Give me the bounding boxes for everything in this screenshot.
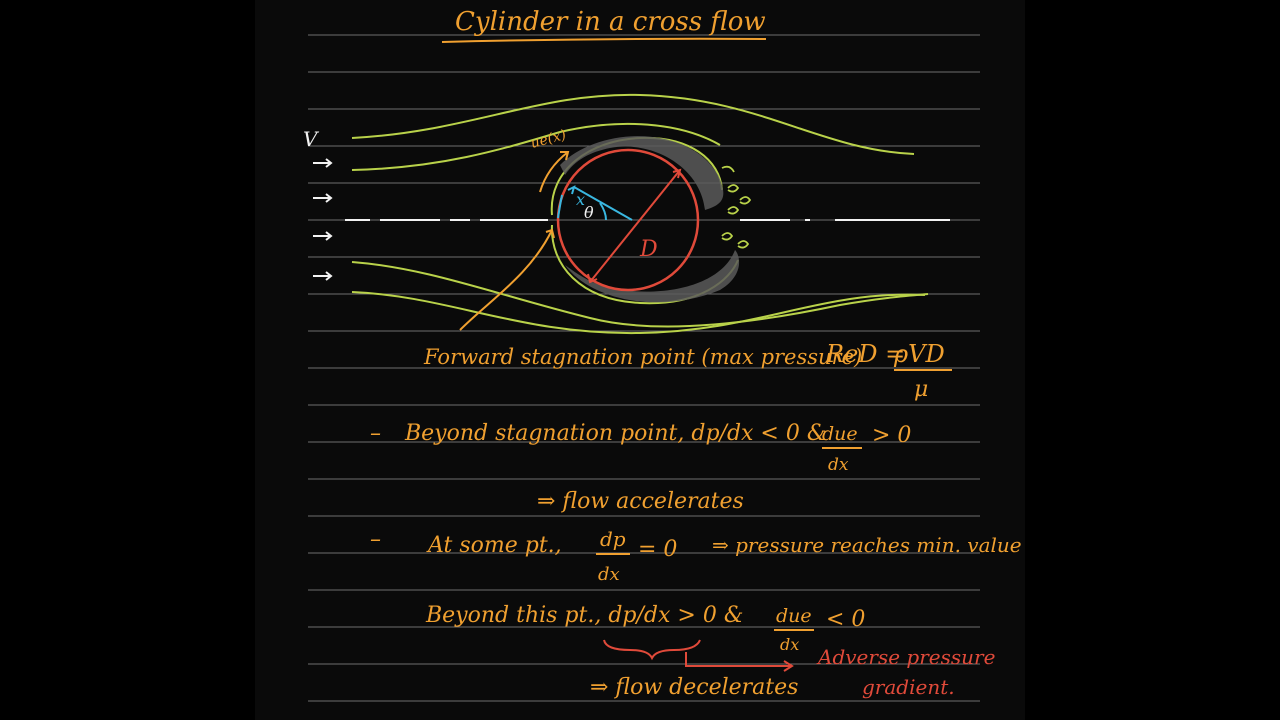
note3-tail: = 0 — [638, 537, 677, 562]
x-label: x — [576, 190, 585, 209]
streamline-lower — [351, 261, 929, 328]
dpdx-brace — [603, 639, 701, 661]
cylinder — [556, 148, 700, 292]
note1-text: Beyond stagnation point, dp/dx < 0 & — [404, 421, 826, 446]
title-underline — [441, 37, 767, 43]
boundary-shade-lower — [565, 250, 740, 303]
reynolds-numerator: ρVD — [893, 340, 945, 368]
stagnation-caption: Forward stagnation point (max pressure) — [423, 345, 862, 369]
adverse-annotation-1: Adverse pressure — [816, 645, 995, 669]
angle-label: θ — [584, 203, 594, 222]
note1-tail: > 0 — [872, 423, 911, 448]
incoming-flow-arrows — [313, 158, 333, 281]
note1-frac-den: dx — [828, 455, 849, 475]
notebook-page — [255, 0, 1025, 720]
note3-result: ⇒ pressure reaches min. value — [712, 533, 1022, 557]
adverse-annotation-2: gradient. — [862, 675, 955, 699]
note2-text: ⇒ flow accelerates — [537, 489, 744, 514]
reynolds-lhs: ReD = — [825, 340, 905, 368]
adverse-arrow — [685, 652, 794, 672]
page-title: Cylinder in a cross flow — [455, 7, 766, 37]
note3-dash: – — [370, 527, 381, 552]
angle-marker — [557, 185, 633, 221]
ue-label: ue(x) — [529, 127, 568, 152]
diameter-label: D — [639, 237, 658, 262]
diameter-arrowheads — [587, 168, 682, 284]
velocity-label: V — [303, 127, 320, 151]
note5-text: ⇒ flow decelerates — [590, 675, 798, 700]
streamlines — [351, 93, 929, 335]
streamline-bottom — [351, 291, 926, 335]
note1-frac-num: due — [822, 423, 858, 445]
note3-frac-num: dp — [600, 527, 626, 551]
reynolds-denominator: μ — [914, 377, 928, 402]
ue-arrow — [539, 151, 570, 193]
streamline-upper — [351, 122, 721, 171]
note3-text: At some pt., — [426, 533, 562, 558]
diameter-line — [589, 169, 681, 283]
streamline-top — [351, 93, 915, 155]
note4-text: Beyond this pt., dp/dx > 0 & — [425, 603, 743, 628]
boundary-shade — [560, 136, 724, 210]
note4-tail: < 0 — [826, 607, 865, 632]
ruled-lines — [308, 34, 980, 702]
note4-frac-den: dx — [780, 635, 799, 654]
wake-eddies — [721, 165, 752, 249]
note1-dash: – — [370, 421, 381, 446]
stagnation-pointer — [459, 228, 555, 331]
note3-frac-den: dx — [598, 564, 620, 585]
note4-frac-num: due — [776, 605, 812, 627]
